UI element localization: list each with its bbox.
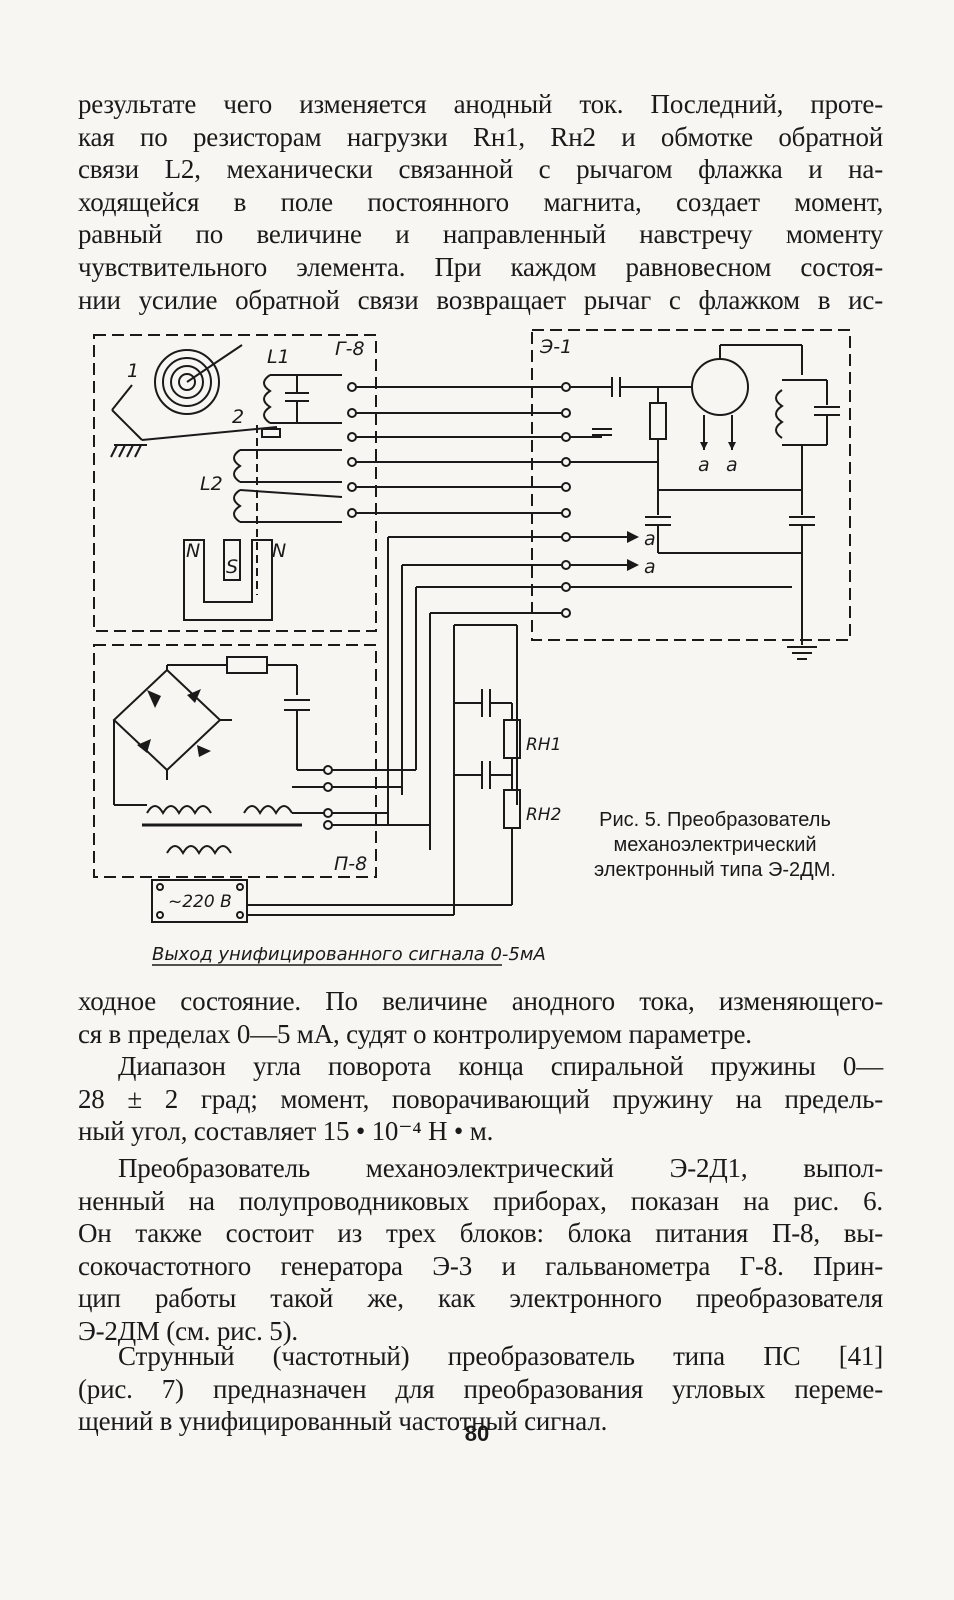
paragraph-continuation: ходное состояние. По величине анодного т… <box>78 985 883 1050</box>
label-coil-l1: L1 <box>267 346 290 368</box>
label-block-p8: П-8 <box>334 853 367 875</box>
caption-line: Рис. 5. Преобразователь <box>599 809 831 831</box>
label-spring: 1 <box>127 360 139 382</box>
transformer-secondary-2 <box>243 805 293 816</box>
diode-bridge <box>112 668 222 772</box>
caption-line: электронный типа Э-2ДМ. <box>594 859 836 881</box>
figure-caption: Рис. 5. Преобразователь механоэлектричес… <box>565 808 865 883</box>
label-magnet-s: S <box>226 556 238 578</box>
label-rn2: RН2 <box>526 805 561 825</box>
label-coil-l2: L2 <box>200 473 223 495</box>
text-line: ходящейся в поле постоянного магнита, со… <box>78 186 883 217</box>
label-tube-a1: a <box>698 454 710 476</box>
text-line: ненный на полупроводниковых приборах, по… <box>78 1185 883 1216</box>
text-line: нии усилие обратной связи возвращает рыч… <box>78 284 883 315</box>
block-e1-outline <box>531 329 851 641</box>
circuit-schematic: Г-8 Э-1 П-8 1 2 L1 L2 N S N a a a a RН1 … <box>93 329 851 966</box>
coil-l2-lower <box>233 489 242 523</box>
label-out-a1: a <box>644 528 656 550</box>
text-line: щений в унифицированный частотный сигнал… <box>78 1406 608 1437</box>
paragraph-top: результате чего изменяется анодный ток. … <box>78 88 883 316</box>
coil-l1 <box>263 374 272 424</box>
caption-line: механоэлектрический <box>613 834 817 856</box>
text-line: связи L2, механически связанной с рычаго… <box>78 154 883 185</box>
text-line: Преобразователь механоэлектрический Э-2Д… <box>118 1153 883 1183</box>
label-magnet-n2: N <box>272 540 286 562</box>
text-line: чувствительного элемента. При каждом рав… <box>78 251 883 282</box>
text-line: цип работы такой же, как электронного пр… <box>78 1283 883 1314</box>
text-line: ный угол, составляет 15 • 10⁻⁴ Н • м. <box>78 1116 494 1147</box>
text-line: ся в пределах 0—5 мА, судят о контролиру… <box>78 1018 752 1049</box>
text-line: 28 ± 2 град; момент, поворачивающий пруж… <box>78 1083 883 1114</box>
spiral-spring <box>111 344 278 441</box>
text-line: равный по величине и направленный навстр… <box>78 219 883 250</box>
label-magnet-n1: N <box>186 540 200 562</box>
tank-coil <box>775 389 784 439</box>
mains-terminal-box <box>151 879 248 923</box>
text-line: ходное состояние. По величине анодного т… <box>78 986 883 1016</box>
label-rn1: RН1 <box>526 735 561 755</box>
text-line: Диапазон угла поворота конца спиральной … <box>118 1051 883 1081</box>
page-number: 80 <box>464 1421 490 1446</box>
permanent-magnet <box>183 539 273 621</box>
text-line: Э-2ДМ (см. рис. 5). <box>78 1315 298 1346</box>
coil-l2-upper <box>233 449 242 483</box>
label-tube-a2: a <box>726 454 738 476</box>
transformer-secondary-1 <box>146 805 212 816</box>
label-output-signal: Выход унифицированного сигнала 0-5мА <box>152 944 546 965</box>
text-line: (рис. 7) предназначен для преобразования… <box>78 1373 883 1404</box>
label-block-e1: Э-1 <box>539 336 572 358</box>
block-g8-outline <box>93 334 377 632</box>
text-line: результате чего изменяется анодный ток. … <box>78 89 883 119</box>
paragraph-string-converter: Струнный (частотный) преобразователь тип… <box>78 1340 883 1438</box>
vacuum-tube <box>691 358 749 416</box>
paragraph-angle-range: Диапазон угла поворота конца спиральной … <box>78 1050 883 1148</box>
text-line: сокочастотного генератора Э-3 и гальвано… <box>78 1250 883 1281</box>
label-out-a2: a <box>644 556 656 578</box>
text-line: кая по резисторам нагрузки Rн1, Rн2 и об… <box>78 121 883 152</box>
label-block-g8: Г-8 <box>335 338 365 360</box>
block-p8-outline <box>93 644 377 878</box>
paragraph-e2d1: Преобразователь механоэлектрический Э-2Д… <box>78 1152 883 1348</box>
transformer-primary <box>166 845 232 856</box>
label-mains: ~220 В <box>168 892 232 912</box>
text-line: Он также состоит из трех блоков: блока п… <box>78 1218 883 1249</box>
label-flag: 2 <box>232 406 244 428</box>
text-line: Струнный (частотный) преобразователь тип… <box>118 1341 883 1371</box>
